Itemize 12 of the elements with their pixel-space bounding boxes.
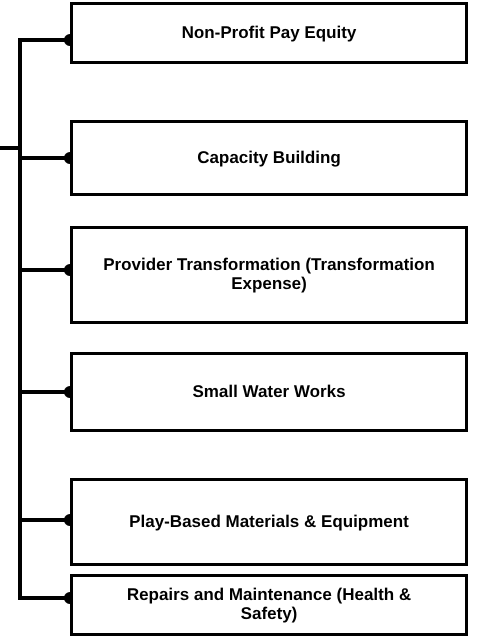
category-box	[70, 226, 468, 324]
category-label: Non-Profit Pay Equity	[182, 24, 356, 42]
category-label: Provider Transformation (Transformation Expense)	[103, 256, 435, 294]
category-label: Repairs and Maintenance (Health & Safety)	[126, 586, 412, 624]
category-box	[70, 478, 468, 566]
category-label: Small Water Works	[192, 382, 346, 402]
category-label: Play-Based Materials & Equipment	[129, 512, 409, 532]
category-box	[70, 352, 468, 432]
category-box	[70, 574, 468, 636]
category-box	[70, 2, 468, 64]
category-label: Capacity Building	[197, 148, 341, 168]
category-box	[70, 120, 468, 196]
